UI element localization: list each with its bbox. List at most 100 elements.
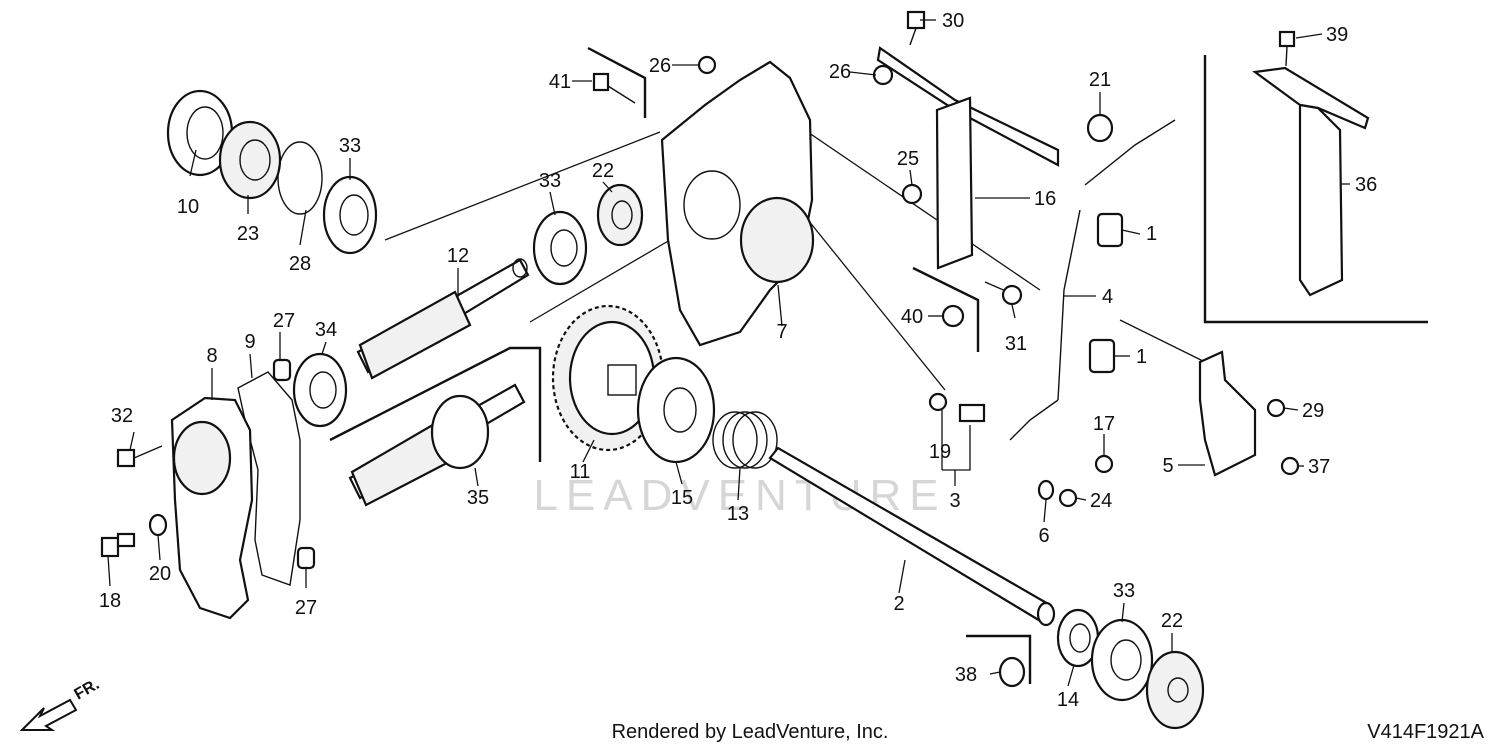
callout-4[interactable]: 4 <box>1102 286 1113 308</box>
section-brackets <box>329 46 1428 684</box>
part-37-bolt[interactable] <box>1280 456 1300 476</box>
callout-22-lower[interactable]: 22 <box>1161 610 1183 632</box>
callout-23[interactable]: 23 <box>237 223 259 245</box>
callout-32[interactable]: 32 <box>111 405 133 427</box>
part-20-washer[interactable] <box>148 513 168 537</box>
diagram-code: V414F1921A <box>1367 721 1484 743</box>
part-9-gasket[interactable] <box>237 371 301 586</box>
callout-33-lower[interactable]: 33 <box>1113 580 1135 602</box>
callout-22-upper[interactable]: 22 <box>592 160 614 182</box>
part-33-bearing-lower[interactable] <box>1090 618 1154 702</box>
part-6-washer[interactable] <box>1037 479 1055 501</box>
part-36-bracket[interactable] <box>1252 66 1370 297</box>
callout-41[interactable]: 41 <box>549 71 571 93</box>
part-3-switch[interactable] <box>928 392 986 423</box>
front-label: FR. <box>72 676 103 704</box>
part-23-bearing[interactable] <box>218 120 282 200</box>
callout-15[interactable]: 15 <box>671 487 693 509</box>
callout-16[interactable]: 16 <box>1034 188 1056 210</box>
callout-7[interactable]: 7 <box>776 321 787 343</box>
part-18-bolt[interactable] <box>100 532 136 558</box>
part-25-nut[interactable] <box>901 183 923 205</box>
part-35-worm-shaft[interactable] <box>348 383 526 507</box>
callout-26-left[interactable]: 26 <box>649 55 671 77</box>
part-31-bolt[interactable] <box>984 281 1023 306</box>
part-7-gear-case[interactable] <box>660 60 815 347</box>
part-8-gear-cover[interactable] <box>170 396 254 620</box>
callout-5[interactable]: 5 <box>1162 455 1173 477</box>
part-27-dowel-pin-upper[interactable] <box>272 358 292 382</box>
callout-25[interactable]: 25 <box>897 148 919 170</box>
part-39-bolt[interactable] <box>1278 30 1296 67</box>
part-26-nut-right[interactable] <box>872 64 894 86</box>
part-1-grommet-upper[interactable] <box>1096 212 1124 248</box>
part-38-collar[interactable] <box>998 656 1026 688</box>
callout-26-right[interactable]: 26 <box>829 61 851 83</box>
part-34-bearing[interactable] <box>292 352 348 428</box>
part-2-drive-shaft[interactable] <box>768 446 1056 627</box>
assembly-lines <box>384 119 1206 391</box>
callout-1-lower[interactable]: 1 <box>1136 346 1147 368</box>
front-direction-indicator: FR. <box>19 676 103 731</box>
callout-38[interactable]: 38 <box>955 664 977 686</box>
part-32-bolt[interactable] <box>116 445 163 468</box>
callout-36[interactable]: 36 <box>1355 174 1377 196</box>
callout-35[interactable]: 35 <box>467 487 489 509</box>
part-1-grommet-lower[interactable] <box>1088 338 1116 374</box>
callout-33-middle[interactable]: 33 <box>539 170 561 192</box>
callout-8[interactable]: 8 <box>206 345 217 367</box>
part-22-bearing-lower[interactable] <box>1145 650 1205 730</box>
part-12-worm-shaft[interactable] <box>356 258 530 380</box>
callout-2[interactable]: 2 <box>893 593 904 615</box>
callout-27-upper[interactable]: 27 <box>273 310 295 332</box>
part-26-nut-left[interactable] <box>697 55 717 75</box>
callout-20[interactable]: 20 <box>149 563 171 585</box>
part-15-clutch-plate[interactable] <box>636 356 716 464</box>
part-22-bearing-upper[interactable] <box>596 183 644 247</box>
callout-29[interactable]: 29 <box>1302 400 1324 422</box>
callout-24[interactable]: 24 <box>1090 490 1112 512</box>
part-16-bracket[interactable] <box>876 46 1060 270</box>
part-33-bearing-middle[interactable] <box>532 210 588 286</box>
callout-34[interactable]: 34 <box>315 319 337 341</box>
part-40-nut[interactable] <box>941 304 965 328</box>
callout-31[interactable]: 31 <box>1005 333 1027 355</box>
part-41-bolt[interactable] <box>592 72 636 104</box>
callout-40[interactable]: 40 <box>901 306 923 328</box>
callout-11[interactable]: 11 <box>570 461 591 483</box>
part-24-nut[interactable] <box>1058 488 1078 508</box>
callout-1-upper[interactable]: 1 <box>1146 223 1157 245</box>
part-21-grommet[interactable] <box>1086 113 1114 143</box>
part-5-stay-plate[interactable] <box>1198 350 1257 477</box>
callout-18[interactable]: 18 <box>99 590 121 612</box>
credit-text: Rendered by LeadVenture, Inc. <box>612 721 889 743</box>
part-13-spring[interactable] <box>712 411 778 469</box>
callout-12[interactable]: 12 <box>447 245 469 267</box>
callout-3[interactable]: 3 <box>949 490 960 512</box>
callout-33-upper[interactable]: 33 <box>339 135 361 157</box>
callout-10[interactable]: 10 <box>177 196 199 218</box>
callout-27-lower[interactable]: 27 <box>295 597 317 619</box>
callout-28[interactable]: 28 <box>289 253 311 275</box>
part-28-circlip[interactable] <box>277 141 323 215</box>
callout-17[interactable]: 17 <box>1093 413 1115 435</box>
part-27-dowel-pin-lower[interactable] <box>296 546 316 570</box>
callout-30[interactable]: 30 <box>942 10 964 32</box>
callout-9[interactable]: 9 <box>244 331 255 353</box>
part-4-wire-harness[interactable] <box>1009 119 1176 441</box>
leader-lines <box>107 19 1350 687</box>
callout-19[interactable]: 19 <box>929 441 951 463</box>
callout-14[interactable]: 14 <box>1057 689 1079 711</box>
callout-39[interactable]: 39 <box>1326 24 1348 46</box>
part-30-bolt[interactable] <box>906 10 926 46</box>
callout-6[interactable]: 6 <box>1038 525 1049 547</box>
callout-21[interactable]: 21 <box>1089 69 1111 91</box>
callout-13[interactable]: 13 <box>727 503 749 525</box>
part-33-bearing-upper[interactable] <box>322 175 378 255</box>
front-arrow-icon <box>19 698 78 731</box>
part-29-bolt[interactable] <box>1266 398 1286 418</box>
callout-37[interactable]: 37 <box>1308 456 1330 478</box>
part-17-bolt[interactable] <box>1094 454 1114 474</box>
callout-labels: 10 23 28 33 12 33 22 26 41 30 26 21 25 1… <box>99 10 1377 711</box>
